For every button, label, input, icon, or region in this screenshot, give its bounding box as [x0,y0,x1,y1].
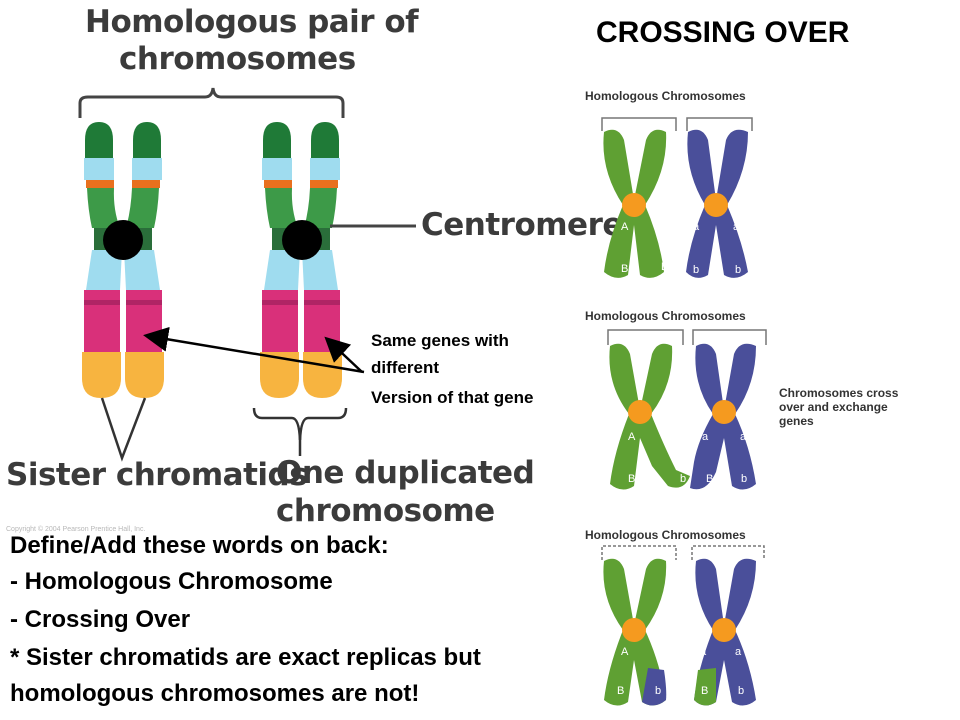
annotation-line3: Version of that gene [371,388,534,407]
panel-2-bracket-left [607,329,684,345]
centromere-dot-1 [103,220,143,260]
allele-label: A [664,431,672,443]
panel-2-centromere-green [628,400,652,424]
panel-1-bracket-left [601,117,677,131]
annotation-line2: different [371,358,439,377]
panel-2-green-chromosome [609,343,690,490]
crossing-over-title: CROSSING OVER [596,16,850,49]
duplicated-chromosome-line1: One duplicated [276,455,535,491]
duplicated-chromosome-line2: chromosome [276,493,495,529]
panel-1-centromere-blue [704,193,728,217]
allele-label: a [735,646,742,658]
allele-label: A [621,646,629,658]
allele-label: b [735,264,742,276]
panel-2-centromere-blue [712,400,736,424]
panel-1-label: Homologous Chromosomes [585,89,746,103]
allele-label: B [617,685,625,697]
pair-bracket [78,87,345,118]
panel-2-bracket-right [692,329,767,345]
panel-3-centromere-green [622,618,646,642]
chromosome-1-right-chromatid [124,122,164,398]
panel-3-green-chromosome [603,558,667,706]
panel-1-centromere-green [622,193,646,217]
allele-label: A [659,218,667,230]
chromosome-1-left-chromatid [82,122,122,398]
allele-label: B [628,473,636,485]
panel-2-label: Homologous Chromosomes [585,309,746,323]
sister-chromatids-label: Sister chromatids [6,457,308,493]
chromosome-2-right-chromatid [302,122,342,398]
allele-label: B [701,685,709,697]
allele-label: A [657,646,665,658]
annotation-arrow-left [143,326,365,374]
instruction-line4: * Sister chromatids are exact replicas b… [10,644,481,671]
allele-label: A [621,221,629,233]
allele-label: a [733,221,740,233]
annotation-arrow-right [324,336,363,373]
instruction-line3: - Crossing Over [10,606,191,633]
figure-title-line2: chromosomes [119,41,356,77]
crossing-panel-2 [607,329,767,490]
allele-label: b [655,685,662,697]
copyright-text: Copyright © 2004 Pearson Prentice Hall, … [6,526,146,533]
panel-3-label: Homologous Chromosomes [585,528,746,542]
chromosome-2-left-chromatid [260,122,300,398]
homologous-pair-diagram [78,87,416,462]
allele-label: a [740,431,747,443]
allele-label: a [693,221,700,233]
panel-2-side-note-line1: Chromosomes cross [779,386,899,400]
centromere-dot-2 [282,220,322,260]
panel-2-side-note-line3: genes [779,414,814,428]
allele-label: a [702,431,709,443]
figure-title-line1: Homologous pair of [85,4,419,40]
panel-3-centromere-blue [712,618,736,642]
crossing-panel-3 [601,545,765,706]
allele-label: b [738,685,745,697]
annotation-line1: Same genes with [371,331,509,350]
allele-label: a [700,646,707,658]
allele-label: b [680,473,687,485]
panel-1-green-chromosome [603,129,667,278]
instruction-line5: homologous chromosomes are not! [10,680,420,707]
allele-label: b [693,264,700,276]
instruction-line2: - Homologous Chromosome [10,568,333,595]
panel-3-blue-chromosome [694,558,756,706]
allele-label: B [706,473,714,485]
crossing-panel-1 [601,117,753,278]
allele-label: A [628,431,636,443]
allele-label: B [661,261,669,273]
panel-2-blue-chromosome [690,343,756,490]
panel-3-bracket-right [691,545,765,560]
instruction-line1: Define/Add these words on back: [10,532,389,559]
allele-label: B [621,263,629,275]
panel-2-side-note-line2: over and exchange [779,400,888,414]
sister-chromatids-pointer [100,397,147,462]
panel-1-blue-chromosome [686,129,748,278]
centromere-label: Centromere [421,207,623,243]
allele-label: b [741,473,748,485]
panel-1-bracket-right [686,117,753,131]
panel-3-bracket-left [601,545,677,560]
